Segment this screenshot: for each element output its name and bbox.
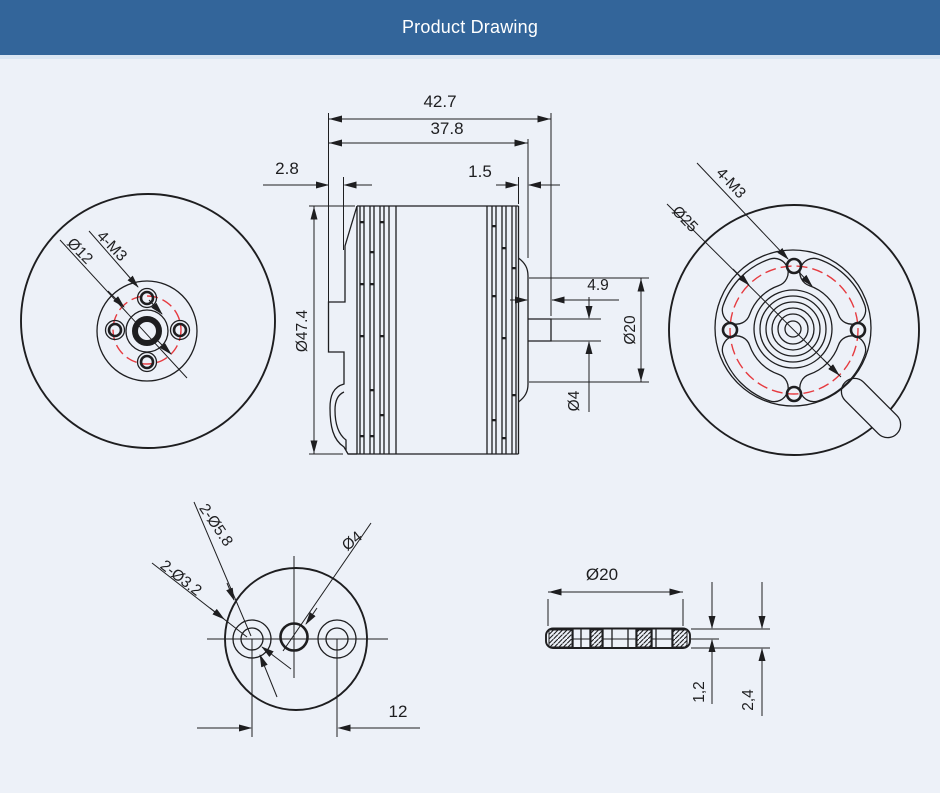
svg-text:12: 12 bbox=[389, 702, 408, 721]
dim-body-length: 37.8 bbox=[328, 119, 529, 258]
svg-text:37.8: 37.8 bbox=[430, 119, 463, 138]
front-bearing-rings bbox=[753, 289, 833, 369]
adapter-center-hole-label: Ø4 bbox=[339, 528, 366, 554]
dim-adapter-outer-diameter: Ø20 bbox=[547, 565, 684, 626]
front-bolt-holes bbox=[721, 257, 867, 403]
rear-bolt-circle-label: Ø12 bbox=[63, 235, 96, 268]
dim-hole-spacing: 12 bbox=[197, 702, 420, 732]
side-wire-hook-inner bbox=[334, 391, 347, 450]
svg-text:Ø47.4: Ø47.4 bbox=[294, 310, 311, 353]
dim-total-length: 42.7 bbox=[328, 92, 552, 316]
side-flange-outline bbox=[518, 257, 529, 403]
adapter-section-view: Ø20 1,2 bbox=[545, 565, 770, 716]
front-base-circle bbox=[714, 249, 872, 407]
rear-shaft-ring bbox=[132, 316, 162, 346]
dim-rear-boss: 2.8 bbox=[263, 159, 372, 250]
adapter-holes bbox=[232, 619, 357, 659]
rear-bolt-circle-dashed bbox=[112, 295, 182, 365]
dim-flange-thickness: 1.5 bbox=[468, 162, 560, 204]
dim-shaft-diameter: Ø4 bbox=[551, 297, 601, 412]
side-right-fins bbox=[491, 206, 520, 454]
front-bolt-circle-label: Ø25 bbox=[668, 203, 701, 236]
page-title: Product Drawing bbox=[401, 17, 539, 37]
svg-text:1.5: 1.5 bbox=[468, 162, 492, 181]
header-bar: Product Drawing bbox=[0, 0, 940, 55]
adapter-disc-outline bbox=[545, 627, 691, 649]
svg-text:4.9: 4.9 bbox=[587, 277, 609, 294]
side-left-fin-dividers bbox=[360, 221, 385, 438]
svg-text:Ø20: Ø20 bbox=[622, 315, 639, 345]
front-wire-notch bbox=[840, 377, 902, 439]
rear-bolt-pattern-label: 4-M3 bbox=[93, 228, 130, 265]
adapter-leader-center-hole bbox=[282, 522, 372, 652]
dim-flange-diameter: Ø20 bbox=[529, 277, 649, 383]
rear-leader-bolt-pattern bbox=[88, 230, 163, 315]
svg-text:2.8: 2.8 bbox=[275, 159, 299, 178]
svg-text:1,2: 1,2 bbox=[691, 681, 708, 703]
side-shaft-outline bbox=[528, 318, 552, 342]
header-divider bbox=[0, 55, 940, 59]
front-outer-shell-circle bbox=[668, 204, 920, 456]
front-leader-bolt-circle bbox=[666, 203, 842, 378]
rear-leader-bolt-circle bbox=[59, 239, 188, 379]
svg-text:2,4: 2,4 bbox=[740, 689, 757, 711]
dim-thickness-reference-lines bbox=[691, 628, 770, 649]
svg-text:Ø4: Ø4 bbox=[566, 390, 583, 411]
svg-text:Ø20: Ø20 bbox=[586, 565, 618, 584]
rear-outer-shell-circle bbox=[20, 193, 276, 449]
front-bolt-circle-dashed bbox=[729, 265, 859, 395]
adapter-counterbores-label: 2-Ø5.8 bbox=[195, 501, 236, 550]
side-left-fins bbox=[359, 206, 397, 454]
rear-view: 4-M3 Ø12 bbox=[20, 193, 276, 449]
side-right-fin-dividers bbox=[492, 225, 517, 440]
rear-hub-circle bbox=[96, 280, 198, 382]
svg-text:42.7: 42.7 bbox=[423, 92, 456, 111]
adapter-disc-hatching bbox=[548, 629, 688, 648]
rear-bolt-holes bbox=[104, 287, 191, 373]
adapter-leader-through-holes bbox=[151, 562, 292, 670]
side-left-endbell-outline bbox=[327, 205, 358, 455]
adapter-through-holes-label: 2-Ø3.2 bbox=[157, 557, 205, 600]
adapter-leader-counterbores bbox=[193, 501, 278, 698]
front-view: 4-M3 Ø25 bbox=[666, 162, 920, 456]
front-leader-bolt-pattern bbox=[696, 162, 813, 287]
side-view: 42.7 37.8 2.8 1.5 bbox=[263, 92, 649, 455]
dim-body-diameter: Ø47.4 bbox=[294, 205, 355, 455]
dim-step-thickness: 1,2 bbox=[691, 582, 716, 704]
dim-total-thickness: 2,4 bbox=[740, 582, 766, 716]
dim-shaft-length: 4.9 bbox=[510, 277, 619, 304]
adapter-face-view: 2-Ø5.8 2-Ø3.2 Ø4 12 bbox=[151, 501, 420, 737]
front-bolt-pattern-label: 4-M3 bbox=[712, 165, 749, 202]
